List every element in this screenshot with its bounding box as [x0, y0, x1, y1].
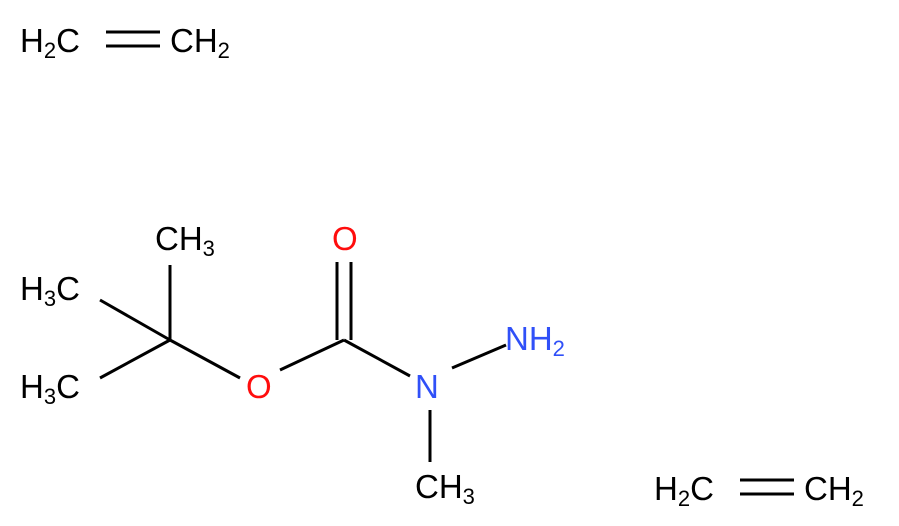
- n-methyl-label: CH3: [415, 468, 475, 509]
- carbonyl-oxygen-label: O: [332, 220, 358, 257]
- bond-cq-methyl-lower: [99, 338, 171, 380]
- tbu-methyl-top-label: CH3: [155, 220, 215, 261]
- hydrazine-nitrogen-label: N: [415, 368, 439, 405]
- ethylene-top-right-label: CH2: [170, 22, 230, 63]
- bond-cq-ester-o: [169, 338, 241, 380]
- ethylene-bottom-right-label: CH2: [804, 470, 864, 511]
- bond-n-nh2: [451, 343, 507, 370]
- ester-oxygen-label: O: [246, 368, 272, 405]
- bond-lines: [99, 30, 794, 496]
- tbu-methyl-left-label: H3C: [20, 270, 80, 311]
- ethylene-bottom-left-label: H2C: [654, 470, 714, 511]
- bond-cq-methyl-left: [99, 298, 171, 342]
- tbu-methyl-lower-label: H3C: [20, 368, 80, 409]
- ethylene-top-left-label: H2C: [20, 22, 80, 63]
- bond-carbonyl-c-n: [343, 338, 411, 378]
- bond-ester-o-carbonyl-c: [279, 338, 345, 372]
- amino-group-label: NH2: [505, 320, 565, 361]
